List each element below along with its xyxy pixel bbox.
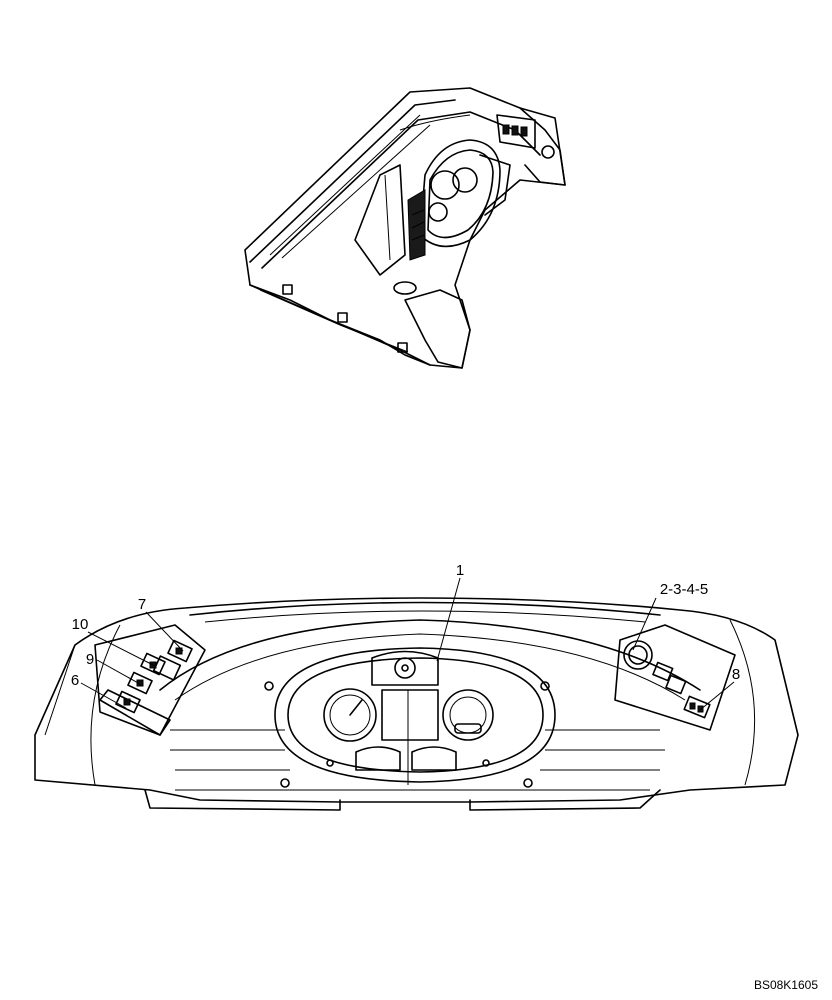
callout-10: 10 <box>72 616 89 633</box>
left-switch-module <box>99 639 193 736</box>
instrument-cluster <box>274 647 556 785</box>
callout-2-3-4-5: 2-3-4-5 <box>660 581 708 598</box>
callout-1: 1 <box>456 562 464 579</box>
reference-code: BS08K1605 <box>753 978 818 992</box>
callout-7: 7 <box>138 596 146 613</box>
callout-8: 8 <box>732 666 740 683</box>
leader-lines <box>80 577 735 711</box>
isometric-dashboard-view <box>244 87 566 369</box>
front-dashboard-view <box>34 597 799 811</box>
callout-9: 9 <box>86 651 94 668</box>
callout-6: 6 <box>71 672 79 689</box>
